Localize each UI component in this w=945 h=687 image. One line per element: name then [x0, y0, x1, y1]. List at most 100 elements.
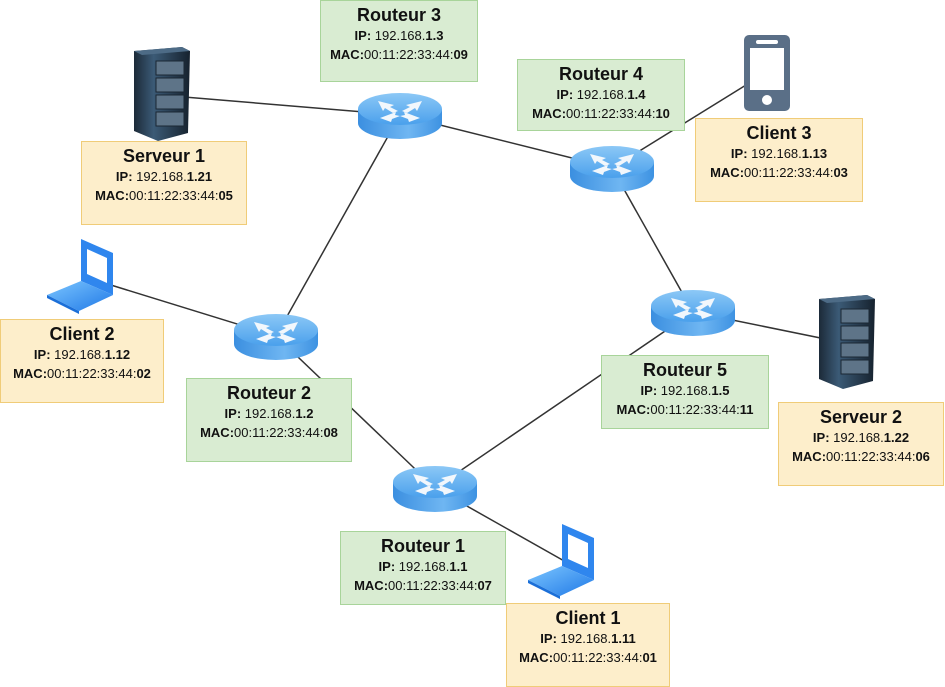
- ip-label: IP:: [540, 631, 561, 646]
- ip-suffix: 1.4: [627, 87, 646, 102]
- mac-address: MAC:00:11:22:33:44:07: [341, 576, 505, 595]
- mac-suffix: 10: [655, 106, 670, 121]
- ip-suffix: 1.21: [186, 169, 213, 184]
- mac-address: MAC:00:11:22:33:44:02: [1, 364, 163, 383]
- mac-address: MAC:00:11:22:33:44:09: [321, 45, 477, 64]
- mac-label: MAC:: [616, 402, 651, 417]
- mac-label: MAC:: [13, 366, 48, 381]
- ip-prefix: 192.168.: [398, 559, 450, 574]
- ip-suffix: 1.5: [711, 383, 730, 398]
- node-name: Routeur 3: [356, 5, 441, 25]
- ip-prefix: 192.168.: [833, 430, 884, 445]
- link-r3-r2: [275, 114, 401, 337]
- mac-prefix: 00:11:22:33:44:: [129, 188, 219, 203]
- ip-suffix: 1.12: [104, 347, 131, 362]
- ip-label: IP:: [812, 430, 834, 445]
- ip-address: IP: 192.168.1.2: [187, 404, 351, 423]
- ip-suffix: 1.3: [425, 28, 444, 43]
- node-name: Routeur 4: [558, 64, 643, 84]
- mac-prefix: 00:11:22:33:44:: [566, 106, 656, 121]
- ip-label: IP:: [378, 559, 399, 574]
- ip-address: IP: 192.168.1.1: [341, 557, 505, 576]
- mac-prefix: 00:11:22:33:44:: [364, 47, 454, 62]
- ip-label: IP:: [33, 347, 55, 362]
- ip-suffix: 1.11: [611, 631, 636, 646]
- mac-suffix: 11: [739, 402, 754, 417]
- mac-suffix: 03: [833, 165, 848, 180]
- ip-label: IP:: [730, 146, 752, 161]
- node-name: Serveur 2: [819, 407, 903, 427]
- node-name: Routeur 1: [380, 536, 465, 556]
- ip-address: IP: 192.168.1.22: [779, 428, 943, 447]
- link-r4-r5: [611, 167, 694, 313]
- mac-label: MAC:: [330, 47, 365, 62]
- link-r5-r1: [434, 311, 694, 489]
- node-name: Client 1: [555, 608, 621, 628]
- ip-prefix: 192.168.: [54, 347, 105, 362]
- mac-label: MAC:: [354, 578, 389, 593]
- mac-label: MAC:: [519, 650, 554, 665]
- ip-prefix: 192.168.: [660, 383, 712, 398]
- mac-suffix: 06: [915, 449, 930, 464]
- server-icon[interactable]: [134, 47, 190, 141]
- mac-address: MAC:00:11:22:33:44:08: [187, 423, 351, 442]
- router-icon[interactable]: [234, 314, 318, 360]
- mac-address: MAC:00:11:22:33:44:11: [602, 400, 768, 419]
- node-name: Serveur 1: [122, 146, 206, 166]
- mac-address: MAC:00:11:22:33:44:06: [779, 447, 943, 466]
- laptop-icon[interactable]: [47, 239, 113, 314]
- mac-label: MAC:: [532, 106, 567, 121]
- mac-label: MAC:: [200, 425, 235, 440]
- ip-address: IP: 192.168.1.5: [602, 381, 768, 400]
- ip-prefix: 192.168.: [374, 28, 426, 43]
- mac-prefix: 00:11:22:33:44:: [47, 366, 137, 381]
- mac-label: MAC:: [95, 188, 130, 203]
- ip-prefix: 192.168.: [751, 146, 802, 161]
- mac-prefix: 00:11:22:33:44:: [744, 165, 834, 180]
- ip-suffix: 1.1: [449, 559, 468, 574]
- ip-address: IP: 192.168.1.13: [696, 144, 862, 163]
- mac-suffix: 09: [453, 47, 468, 62]
- mac-suffix: 01: [642, 650, 657, 665]
- mac-suffix: 02: [136, 366, 151, 381]
- mac-suffix: 05: [218, 188, 233, 203]
- ip-suffix: 1.13: [801, 146, 828, 161]
- router-icon[interactable]: [358, 93, 442, 139]
- mac-prefix: 00:11:22:33:44:: [650, 402, 740, 417]
- node-name: Client 3: [746, 123, 812, 143]
- router-icon[interactable]: [651, 290, 735, 336]
- ip-prefix: 192.168.: [136, 169, 187, 184]
- ip-address: IP: 192.168.1.4: [518, 85, 684, 104]
- ip-suffix: 1.2: [295, 406, 314, 421]
- ip-label: IP:: [556, 87, 577, 102]
- ip-prefix: 192.168.: [244, 406, 296, 421]
- mac-prefix: 00:11:22:33:44:: [826, 449, 916, 464]
- mac-label: MAC:: [792, 449, 827, 464]
- ip-label: IP:: [640, 383, 661, 398]
- mac-address: MAC:00:11:22:33:44:01: [507, 648, 669, 667]
- laptop-icon[interactable]: [528, 524, 594, 599]
- mac-label: MAC:: [710, 165, 745, 180]
- ip-address: IP: 192.168.1.3: [321, 26, 477, 45]
- ip-prefix: 192.168.: [576, 87, 628, 102]
- ip-suffix: 1.22: [883, 430, 910, 445]
- ip-address: IP: 192.168.1.21: [82, 167, 246, 186]
- router-icon[interactable]: [393, 466, 477, 512]
- phone-icon[interactable]: [744, 35, 790, 111]
- router-icon[interactable]: [570, 146, 654, 192]
- server-icon[interactable]: [819, 295, 875, 389]
- ip-label: IP:: [354, 28, 375, 43]
- node-name: Client 2: [49, 324, 115, 344]
- ip-prefix: 192.168.: [560, 631, 612, 646]
